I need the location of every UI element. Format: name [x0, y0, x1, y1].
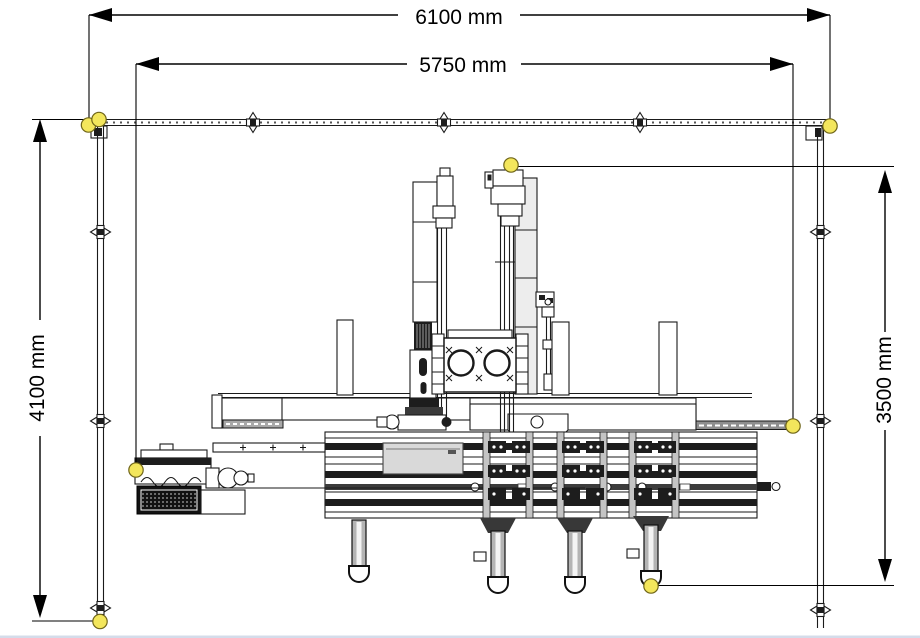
- dimension-annotations: 6100 mm 5750 mm 4100 mm 3500 mm: [26, 6, 896, 630]
- bottom-border: [0, 635, 920, 638]
- dimension-arrow: [33, 595, 47, 618]
- dimension-label-overall-width: 6100 mm: [415, 6, 503, 29]
- drive-gearbox: [397, 414, 447, 431]
- endpoint-marker: [822, 118, 838, 134]
- endpoint-marker: [785, 418, 801, 434]
- gantry-beam: [211, 392, 794, 440]
- pump-grille: [136, 485, 202, 515]
- stopper-post: [658, 321, 678, 396]
- dimension-label-machine-depth: 3500 mm: [873, 336, 896, 424]
- dimension-arrow: [770, 57, 793, 71]
- dimension-machine-depth: 3500 mm: [513, 165, 896, 587]
- fence-right-rail: [809, 128, 832, 628]
- fence-left-rail: [89, 125, 112, 621]
- fence-post-clamp: [89, 413, 112, 429]
- fence-post-clamp: [809, 602, 832, 618]
- stopper-post: [336, 319, 354, 396]
- dimension-overall-depth: 4100 mm: [26, 118, 98, 622]
- dimension-arrow: [878, 170, 892, 193]
- dimension-arrow: [878, 559, 892, 582]
- support-legs: [348, 516, 669, 594]
- spindle-clamp-right: [483, 349, 511, 377]
- endpoint-marker: [128, 462, 144, 478]
- dust-cover-panel: [382, 442, 464, 475]
- cnc-machine: [134, 167, 794, 594]
- support-leg: [564, 530, 586, 594]
- endpoint-marker: [503, 157, 519, 173]
- measurement-endpoint-markers: [80, 111, 838, 630]
- drive-shaft: [325, 484, 757, 490]
- spindle-carriage: [431, 329, 529, 395]
- endpoint-marker: [91, 111, 107, 128]
- fence-post-clamp: [809, 413, 832, 429]
- fence-post-clamp: [809, 224, 832, 240]
- support-leg: [640, 524, 662, 588]
- infeed-shelf: [212, 442, 326, 453]
- fence-post-clamp: [89, 224, 112, 240]
- work-table: [212, 431, 781, 519]
- fence-post-clamp: [436, 111, 452, 134]
- dimension-label-fence-width: 5750 mm: [419, 54, 507, 77]
- stopper-post: [551, 321, 570, 396]
- spindle-clamp-left: [447, 349, 475, 377]
- safety-fence: [88, 111, 833, 628]
- fence-top-rail: [88, 111, 833, 141]
- endpoint-marker: [92, 613, 108, 630]
- dimension-arrow: [89, 8, 112, 22]
- fence-post-clamp: [89, 600, 112, 616]
- support-leg: [487, 530, 509, 594]
- dimension-fence-width: 5750 mm: [135, 54, 794, 466]
- dimension-label-overall-depth: 4100 mm: [26, 334, 49, 422]
- pneumatic-cylinder: [541, 298, 555, 391]
- fence-post-clamp: [245, 111, 261, 134]
- fence-post-clamp: [632, 111, 648, 134]
- dimension-arrow: [33, 119, 47, 142]
- vacuum-pump-unit: [134, 443, 255, 515]
- endpoint-marker: [643, 578, 659, 594]
- dimension-arrow: [136, 57, 159, 71]
- dimension-arrow: [807, 8, 830, 22]
- dimension-overall-width: 6100 mm: [88, 6, 831, 122]
- support-leg: [348, 519, 370, 583]
